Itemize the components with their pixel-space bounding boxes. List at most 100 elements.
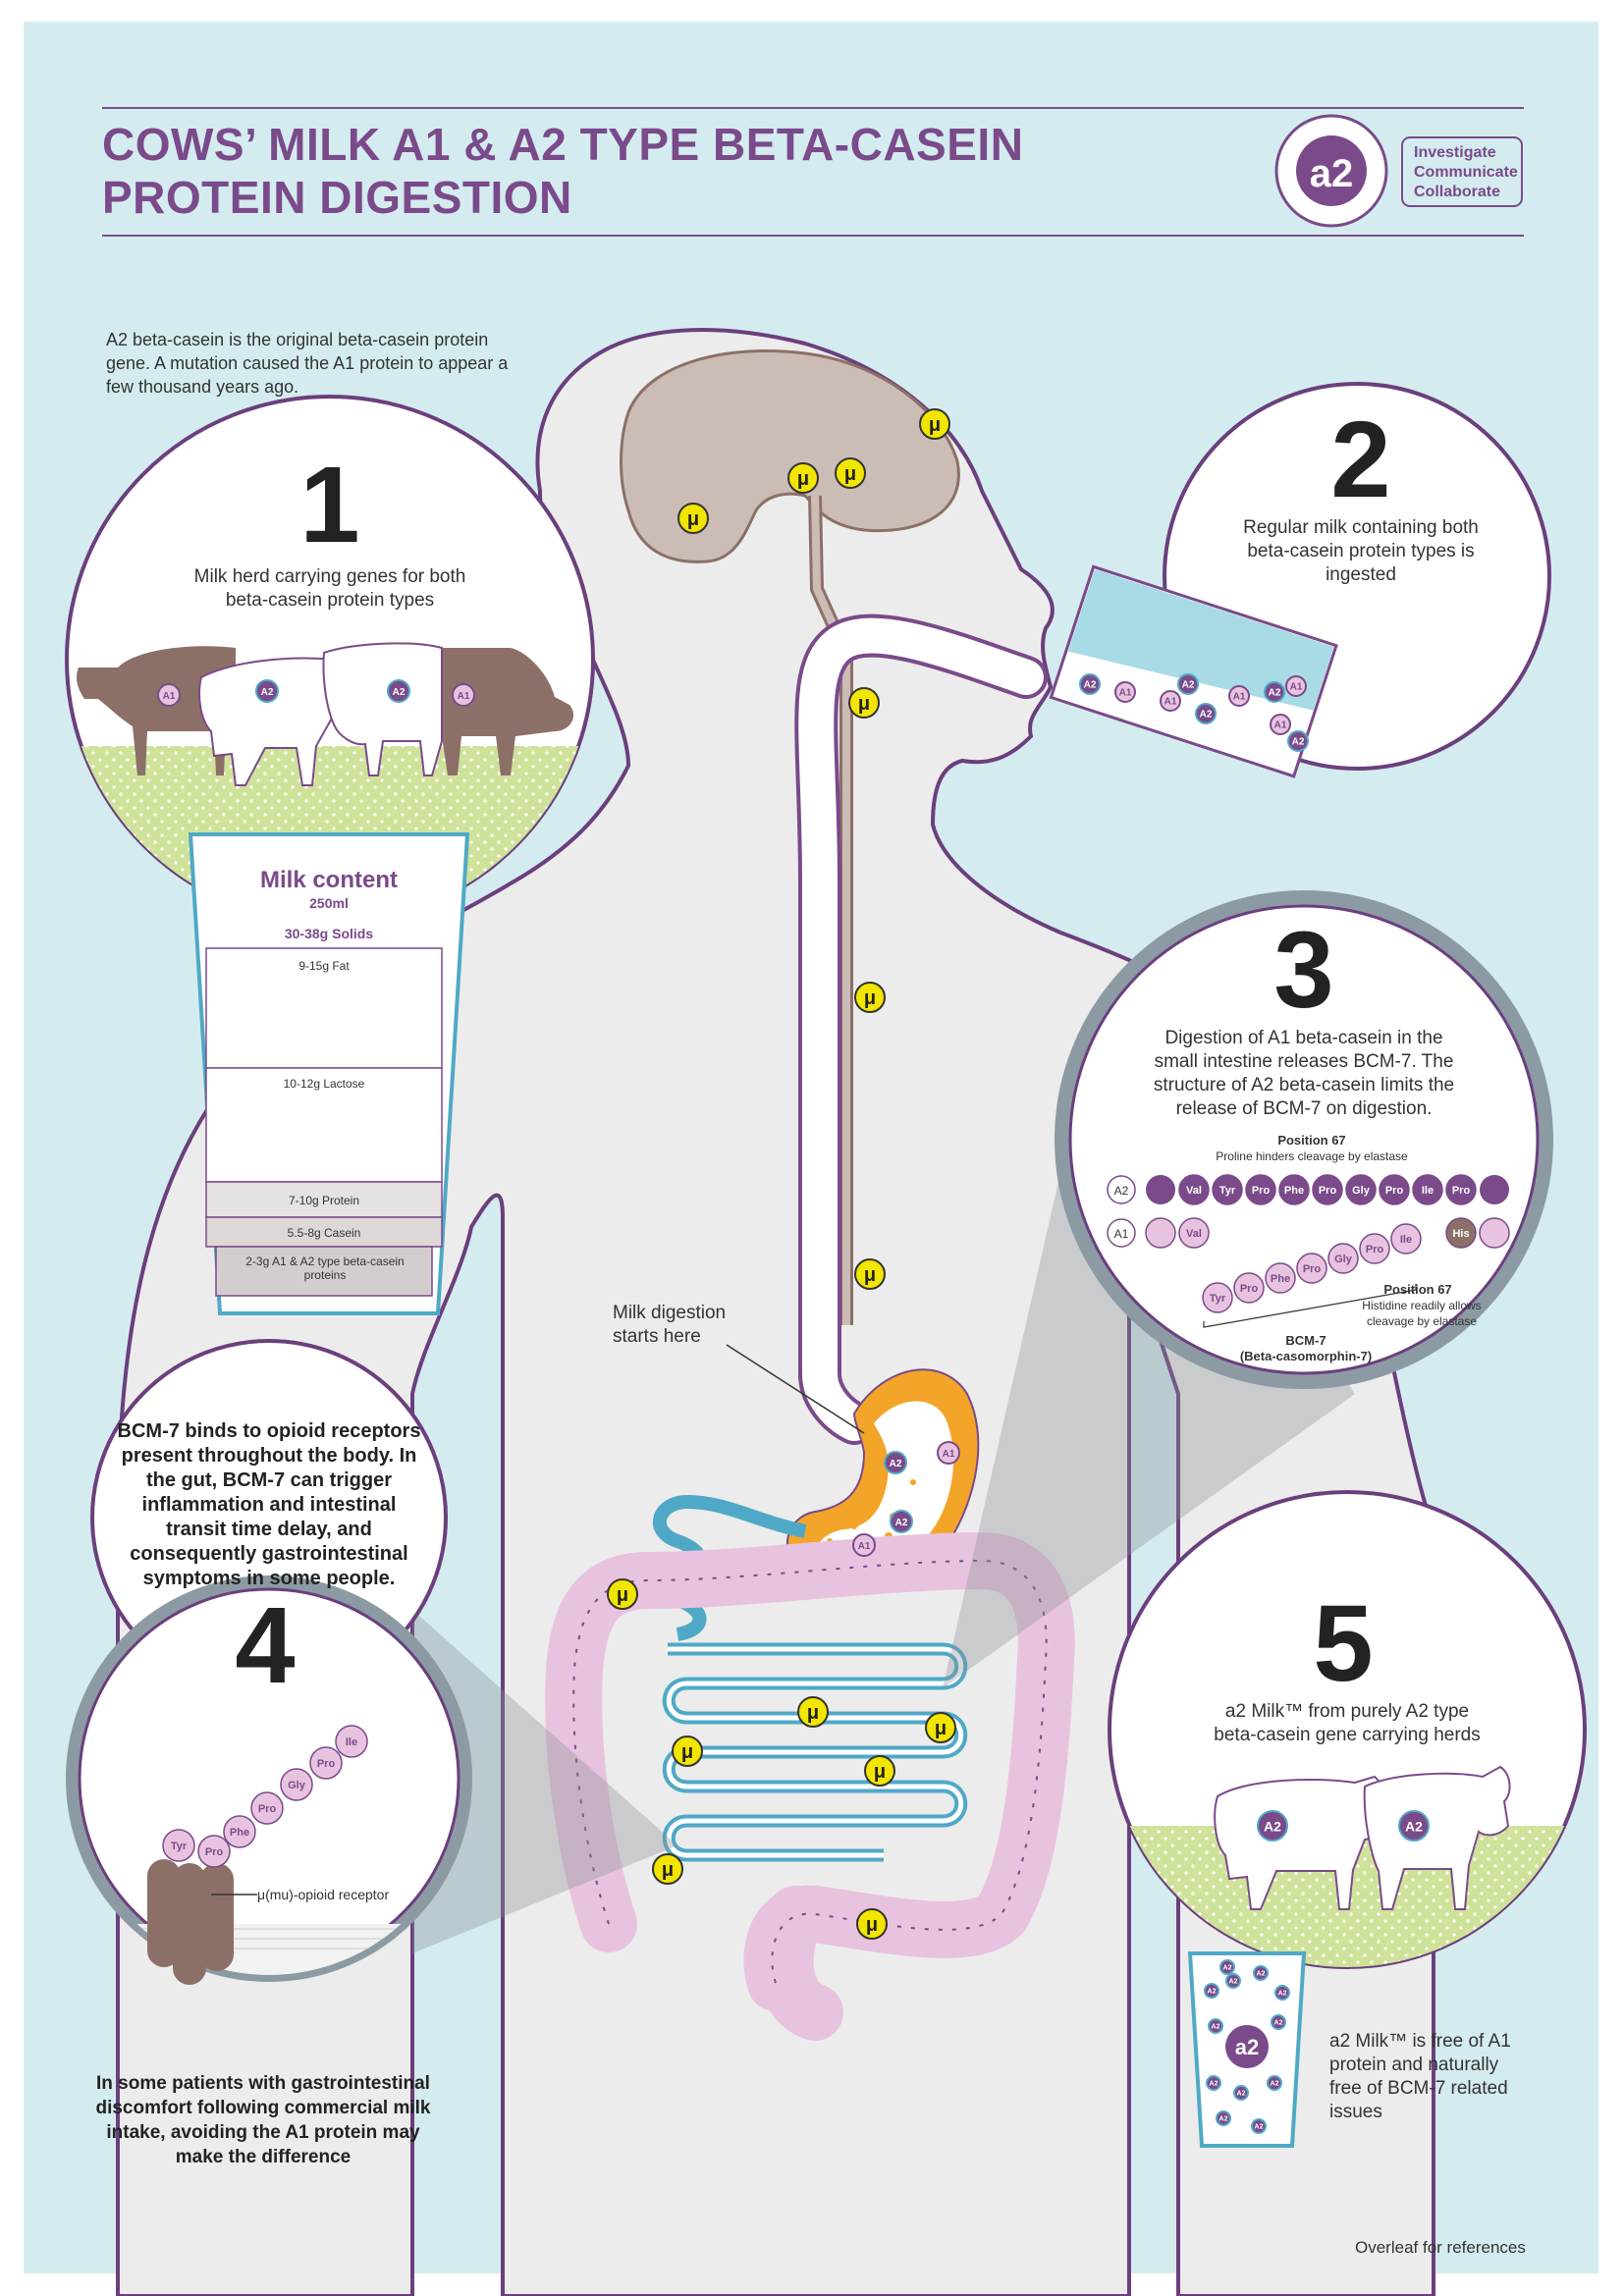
badge-label: A2 xyxy=(1274,2019,1283,2026)
badge-label: A2 xyxy=(1200,710,1213,721)
badge-label: A2 xyxy=(1208,1988,1217,1995)
mu-symbol: μ xyxy=(864,1264,876,1286)
amino-acid-label: Phe xyxy=(1271,1273,1290,1285)
position67-top-title: Position 67 xyxy=(1277,1133,1346,1148)
amino-acid-ile: Ile xyxy=(1390,1223,1422,1255)
bcm7-label: BCM-7 xyxy=(1285,1333,1326,1348)
badge-label: A1 xyxy=(1290,682,1303,693)
glass-logo-text: a2 xyxy=(1235,2035,1259,2059)
badge-label: A1 xyxy=(943,1449,955,1460)
footer-note: Overleaf for references xyxy=(1355,2238,1526,2257)
protein-badge-a2: A2 xyxy=(1216,2110,1231,2126)
intro-text: A2 beta-casein is the original beta-case… xyxy=(106,330,509,397)
amino-acid-label: Pro xyxy=(1303,1263,1322,1275)
amino-acid-label: Ile xyxy=(1422,1185,1434,1197)
mu-opioid-receptor-marker: μ xyxy=(848,687,880,719)
amino-acid-label: Val xyxy=(1186,1228,1202,1240)
mu-symbol: μ xyxy=(864,988,876,1009)
amino-acid-pro: Pro xyxy=(1379,1174,1410,1205)
step-3-caption: Digestion of A1 beta-casein in the small… xyxy=(1153,1028,1455,1119)
milk-protein: 7-10g Protein xyxy=(289,1194,359,1207)
protein-badge-a2: A2 xyxy=(1257,1810,1288,1842)
badge-label: A2 xyxy=(890,1459,902,1469)
tagline-box xyxy=(1401,136,1523,207)
tagline-investigate: Investigate xyxy=(1414,144,1496,161)
protein-badge-a2: A2 xyxy=(1225,1973,1241,1989)
protein-badge-a2: A2 xyxy=(1219,1959,1235,1975)
badge-label: A1 xyxy=(1233,692,1246,703)
badge-label: A2 xyxy=(1229,1978,1238,1985)
amino-acid-label: Gly xyxy=(1352,1185,1371,1197)
protein-badge-a1: A1 xyxy=(852,1533,876,1557)
protein-badge-a2: A2 xyxy=(1177,673,1199,695)
mu-opioid-receptor-marker: μ xyxy=(864,1755,895,1787)
amino-acid-ile: Ile xyxy=(1412,1174,1443,1205)
amino-acid-label: Pro xyxy=(1452,1185,1471,1197)
tagline: Investigate Communicate Collaborate xyxy=(1414,143,1542,202)
amino-acid-pro: Pro xyxy=(250,1791,284,1825)
milk-title: Milk content xyxy=(260,867,398,893)
mu-symbol: μ xyxy=(935,1718,947,1739)
protein-badge-a1: A1 xyxy=(1270,714,1291,735)
protein-badge-a1: A1 xyxy=(452,683,475,707)
badge-label: A2 xyxy=(1255,2123,1264,2130)
a1-label: A1 xyxy=(1114,1227,1129,1241)
circle-step-3 xyxy=(1055,890,1553,1389)
amino-acid-phe: Phe xyxy=(1265,1262,1296,1294)
protein-badge-a2: A2 xyxy=(1398,1810,1430,1842)
amino-acid-label: Pro xyxy=(1385,1185,1404,1197)
protein-badge-a2: A2 xyxy=(884,1451,907,1474)
mu-opioid-receptor-marker: μ xyxy=(677,503,709,534)
position67-top-note: Proline hinders cleavage by elastase xyxy=(1216,1149,1408,1163)
amino-acid-label: Pro xyxy=(205,1846,224,1858)
bcm7-bracket xyxy=(1203,1284,1417,1328)
digestion-label: Milk digestion starts here xyxy=(613,1303,727,1347)
mu-opioid-receptor-marker: μ xyxy=(607,1578,638,1610)
amino-acid-phe: Phe xyxy=(1278,1174,1310,1205)
badge-label: A2 xyxy=(1271,2080,1279,2087)
amino-acid-pro: Pro xyxy=(309,1746,343,1780)
amino-acid-label: Gly xyxy=(1334,1254,1353,1265)
mu-symbol: μ xyxy=(681,1741,693,1763)
badge-label: A2 xyxy=(1269,688,1281,699)
step-4-caption: BCM-7 binds to opioid receptors present … xyxy=(117,1420,421,1589)
page-title: COWS’ MILK A1 & A2 TYPE BETA-CASEIN PROT… xyxy=(102,118,1084,224)
amino-acid-label: Phe xyxy=(230,1827,249,1839)
mu-opioid-receptor-marker: μ xyxy=(925,1712,956,1743)
milk-fat: 9-15g Fat xyxy=(298,959,350,973)
tilted-glass xyxy=(1049,564,1338,778)
step-1-caption: Milk herd carrying genes for both beta-c… xyxy=(193,566,466,611)
badge-label: A2 xyxy=(393,687,406,698)
a2-label: A2 xyxy=(1114,1184,1129,1198)
step-3-number: 3 xyxy=(1273,910,1334,1031)
amino-acid-label: Gly xyxy=(288,1780,306,1791)
mu-symbol: μ xyxy=(866,1914,878,1936)
protein-badge-a1: A1 xyxy=(937,1441,960,1465)
mu-opioid-receptor-marker: μ xyxy=(856,1908,888,1940)
step-2-caption: Regular milk containing both beta-casein… xyxy=(1243,517,1479,585)
amino-acid-pro: Pro xyxy=(1312,1174,1343,1205)
badge-label: A2 xyxy=(1257,1970,1266,1977)
milk-content-glass: Milk content 250ml 30-38g Solids 9-15g F… xyxy=(188,832,470,1315)
amino-acid-label: Tyr xyxy=(171,1841,188,1852)
a2-chain-end xyxy=(1480,1175,1509,1204)
receptor-label: μ(mu)-opioid receptor xyxy=(257,1887,390,1902)
amino-acid-phe: Phe xyxy=(223,1815,256,1848)
badge-label: A1 xyxy=(1164,697,1177,708)
step-4-number: 4 xyxy=(235,1585,296,1706)
protein-badge-a2: A2 xyxy=(1287,730,1309,752)
protein-badge-a2: A2 xyxy=(1079,673,1101,695)
a1-chain-end xyxy=(1145,1217,1176,1249)
protein-badge-a1: A1 xyxy=(157,683,181,707)
badge-label: A2 xyxy=(1210,2080,1218,2087)
mu-symbol: μ xyxy=(687,508,699,530)
milk-volume: 250ml xyxy=(309,895,349,911)
callout-wedge-4 xyxy=(412,1610,677,1953)
a2-milk-glass: a2 xyxy=(1187,1951,1307,2148)
badge-label: A1 xyxy=(458,691,470,702)
protein-badge-a2: A2 xyxy=(1253,1965,1269,1981)
protein-badge-a2: A2 xyxy=(1271,2014,1286,2030)
